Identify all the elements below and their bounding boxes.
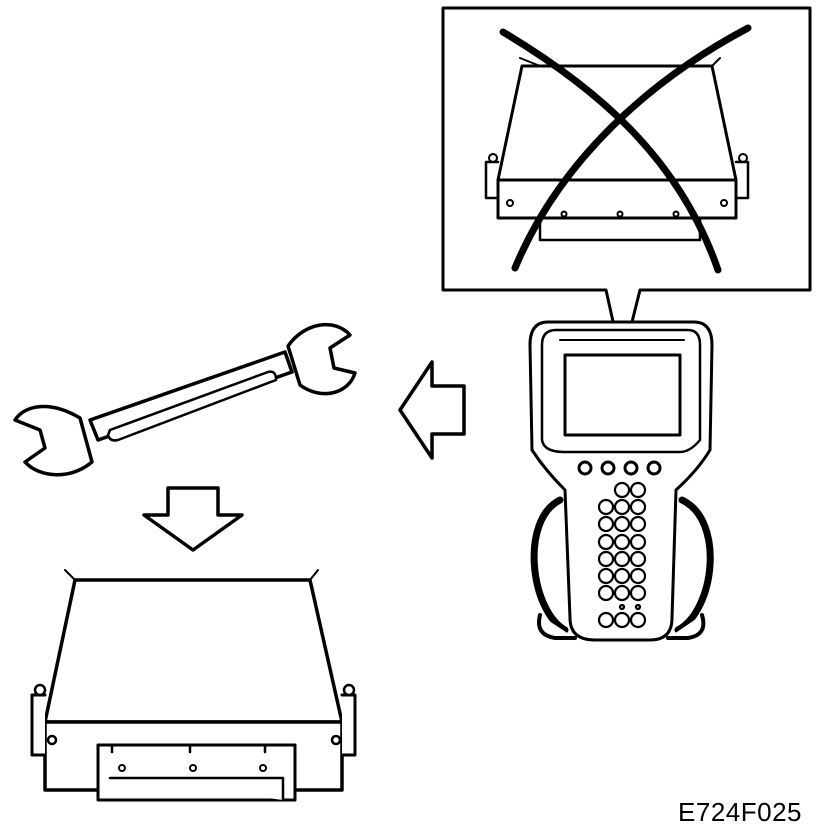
crossed-module-icon <box>484 57 750 242</box>
arrow-down-icon <box>142 486 244 552</box>
control-module-icon <box>30 569 357 802</box>
callout-box <box>441 6 812 364</box>
arrow-left-icon <box>398 360 466 460</box>
scan-tool-icon <box>528 320 714 642</box>
figure-code: E724F025 <box>678 797 802 827</box>
open-end-wrench-icon <box>13 322 357 477</box>
cross-mark-icon <box>499 24 752 274</box>
scan-tool-screen <box>563 353 682 437</box>
